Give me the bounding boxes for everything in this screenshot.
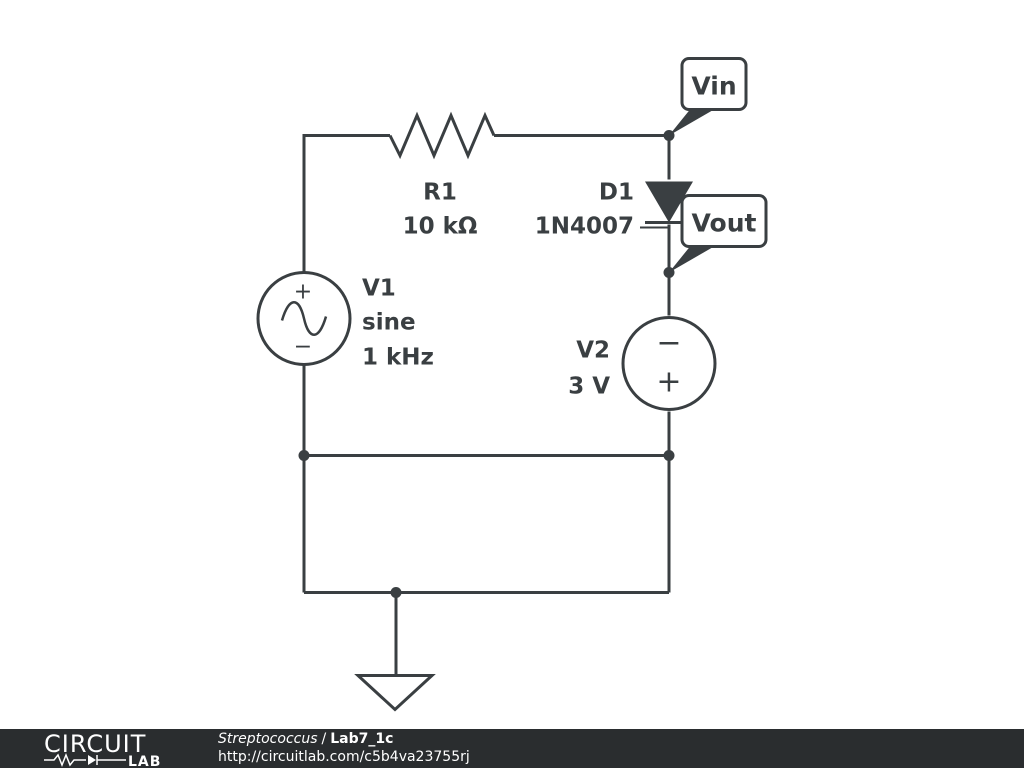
v1-frequency-label: 1 kHz (362, 345, 434, 371)
v2-plus-sign: + (656, 365, 681, 400)
circuitlab-logo[interactable]: CIRCUIT LAB (44, 731, 184, 767)
sine-wave-icon (280, 301, 328, 336)
junction-middle-left (298, 450, 310, 461)
circuit-name[interactable]: Lab7_1c (330, 731, 394, 747)
footer-bar: CIRCUIT LAB Streptococcus/Lab7_1c http:/… (0, 729, 1024, 768)
circuit-title: Streptococcus/Lab7_1c (218, 731, 393, 748)
v1-name-label: V1 (362, 276, 396, 302)
r1-name-label: R1 (423, 180, 457, 206)
probe-vin-label: Vin (691, 72, 736, 101)
v2-name-label: V2 (576, 338, 610, 364)
v1-plus-sign: + (294, 280, 312, 305)
author-name[interactable]: Streptococcus (218, 731, 318, 747)
logo-brand-bottom: LAB (128, 754, 161, 767)
probe-vin[interactable]: Vin (669, 57, 748, 136)
d1-name-label: D1 (599, 180, 634, 206)
v1-type-label: sine (362, 310, 416, 336)
logo-mark: LAB (44, 753, 161, 767)
v2-minus-sign: − (656, 326, 681, 361)
wire-r1-to-vin (494, 134, 671, 180)
ground-symbol[interactable] (354, 674, 436, 712)
probe-vout-label: Vout (692, 209, 757, 238)
title-separator: / (321, 731, 327, 747)
probe-vout[interactable]: Vout (669, 194, 768, 273)
v2-value-label: 3 V (568, 374, 610, 400)
r1-value-label: 10 kΩ (403, 214, 478, 240)
circuit-url[interactable]: http://circuitlab.com/c5b4va23755rj (218, 749, 470, 765)
diode-d1[interactable] (645, 181, 693, 223)
logo-brand-top: CIRCUIT (44, 730, 147, 758)
junction-middle-right (663, 450, 675, 461)
wire-left-top (302, 134, 390, 273)
v1-minus-sign: − (294, 335, 312, 360)
source-v2[interactable] (621, 316, 717, 411)
resistor-r1[interactable] (388, 111, 496, 160)
source-v1[interactable] (256, 271, 352, 366)
junction-ground (390, 587, 402, 598)
d1-value-label: 1N4007 (535, 214, 634, 240)
